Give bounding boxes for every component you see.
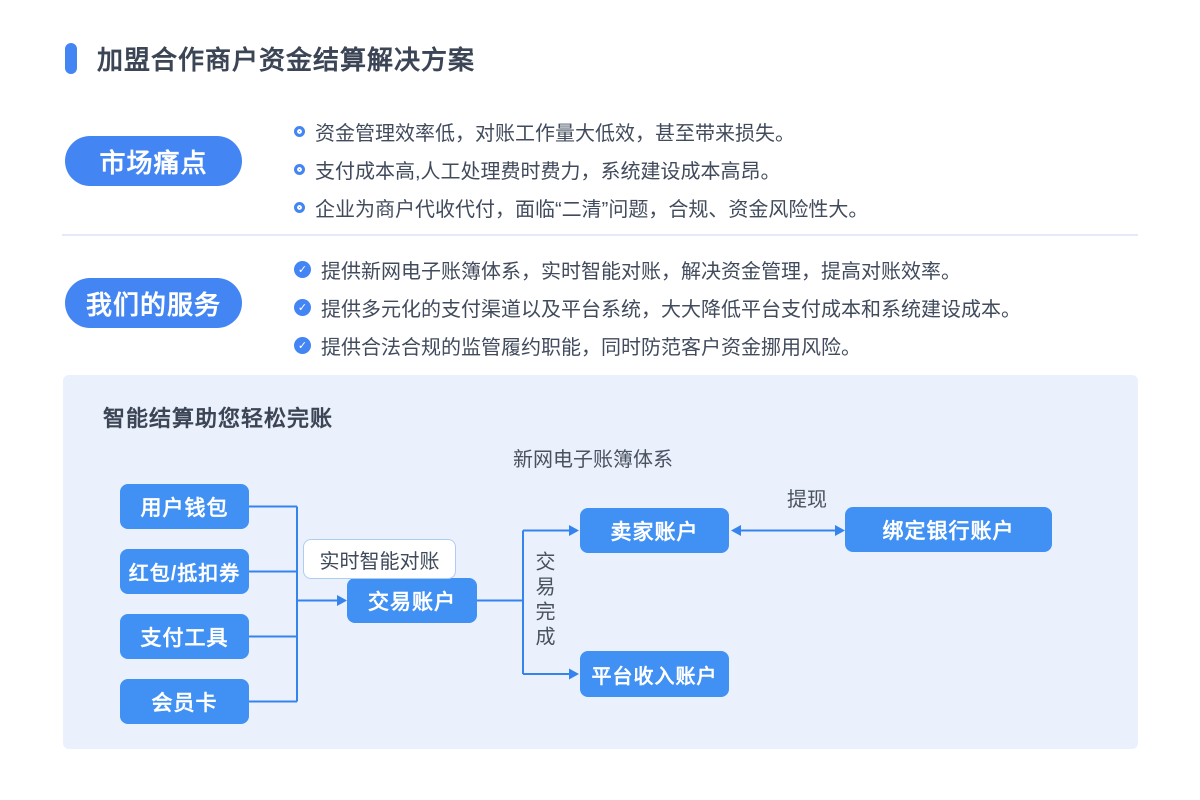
transaction-complete-label: 交易完成 bbox=[532, 551, 554, 651]
flow-box-platform-income-account: 平台收入账户 bbox=[580, 651, 729, 697]
section-divider bbox=[62, 234, 1138, 236]
list-item: ✓ 提供合法合规的监管履约职能，同时防范客户资金挪用风险。 bbox=[294, 326, 1021, 364]
list-item: 支付成本高,人工处理费时费力，系统建设成本高昂。 bbox=[294, 150, 868, 188]
bullseye-icon bbox=[294, 201, 305, 213]
bullseye-icon bbox=[294, 163, 305, 175]
bullet-text: 提供合法合规的监管履约职能，同时防范客户资金挪用风险。 bbox=[321, 336, 861, 359]
settlement-diagram-panel: 智能结算助您轻松完账 新网电子账簿体系 用户钱包 bbox=[63, 375, 1138, 749]
bullet-text: 提供多元化的支付渠道以及平台系统，大大降低平台支付成本和系统建设成本。 bbox=[321, 298, 1021, 321]
withdraw-label: 提现 bbox=[787, 489, 827, 511]
page-header: 加盟合作商户资金结算解决方案 bbox=[65, 40, 475, 77]
flow-box-seller-account: 卖家账户 bbox=[580, 508, 729, 553]
bullet-text: 支付成本高,人工处理费时费力，系统建设成本高昂。 bbox=[315, 160, 781, 183]
our-services-list: ✓ 提供新网电子账簿体系，实时智能对账，解决资金管理，提高对账效率。 ✓ 提供多… bbox=[294, 250, 1021, 364]
list-item: ✓ 提供多元化的支付渠道以及平台系统，大大降低平台支付成本和系统建设成本。 bbox=[294, 288, 1021, 326]
ledger-system-label: 新网电子账簿体系 bbox=[513, 449, 673, 471]
market-pain-list: 资金管理效率低，对账工作量大低效，甚至带来损失。 支付成本高,人工处理费时费力，… bbox=[294, 112, 868, 226]
flow-box-user-wallet: 用户钱包 bbox=[120, 484, 249, 529]
flow-connector-svg bbox=[249, 505, 845, 703]
bullseye-icon bbox=[294, 125, 305, 137]
market-pain-pill: 市场痛点 bbox=[65, 136, 242, 186]
bullet-text: 提供新网电子账簿体系，实时智能对账，解决资金管理，提高对账效率。 bbox=[321, 260, 961, 283]
flow-box-redpacket-coupon: 红包/抵扣券 bbox=[120, 549, 249, 594]
page-title: 加盟合作商户资金结算解决方案 bbox=[97, 45, 476, 75]
list-item: 资金管理效率低，对账工作量大低效，甚至带来损失。 bbox=[294, 112, 868, 150]
bullet-text: 企业为商户代收代付，面临“二清”问题，合规、资金风险性大。 bbox=[315, 198, 869, 221]
our-services-pill: 我们的服务 bbox=[65, 278, 242, 328]
check-circle-icon: ✓ bbox=[294, 298, 311, 316]
realtime-reconcile-label: 实时智能对账 bbox=[303, 539, 456, 579]
flow-box-transaction-account: 交易账户 bbox=[347, 578, 477, 623]
flow-box-bank-account: 绑定银行账户 bbox=[845, 507, 1052, 552]
list-item: 企业为商户代收代付，面临“二清”问题，合规、资金风险性大。 bbox=[294, 188, 868, 226]
bullet-text: 资金管理效率低，对账工作量大低效，甚至带来损失。 bbox=[315, 122, 795, 145]
flow-box-payment-tool: 支付工具 bbox=[120, 614, 249, 659]
list-item: ✓ 提供新网电子账簿体系，实时智能对账，解决资金管理，提高对账效率。 bbox=[294, 250, 1021, 288]
title-accent-bar bbox=[65, 43, 77, 74]
check-circle-icon: ✓ bbox=[294, 260, 311, 278]
flow-box-member-card: 会员卡 bbox=[120, 679, 249, 724]
panel-heading: 智能结算助您轻松完账 bbox=[103, 406, 334, 431]
check-circle-icon: ✓ bbox=[294, 336, 311, 354]
